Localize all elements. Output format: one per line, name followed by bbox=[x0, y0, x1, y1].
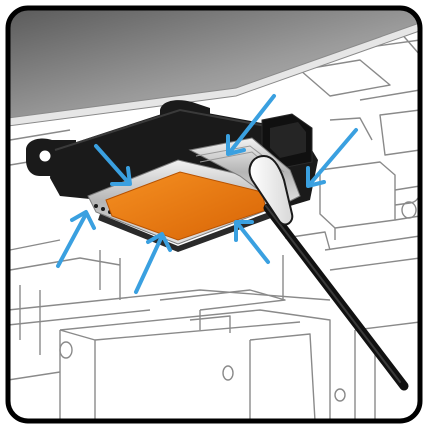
frame-border bbox=[5, 5, 423, 424]
arrow-icon bbox=[234, 220, 270, 264]
printer-housing bbox=[8, 19, 420, 421]
arrow-icon bbox=[56, 210, 96, 268]
arrow-icon bbox=[94, 144, 132, 186]
arrow-icon bbox=[134, 232, 172, 294]
carriage-rail bbox=[8, 8, 420, 127]
cleaning-swab-icon bbox=[248, 155, 409, 391]
arrow-icon bbox=[226, 94, 276, 156]
arrow-icon bbox=[306, 128, 358, 188]
arrows bbox=[56, 94, 358, 294]
